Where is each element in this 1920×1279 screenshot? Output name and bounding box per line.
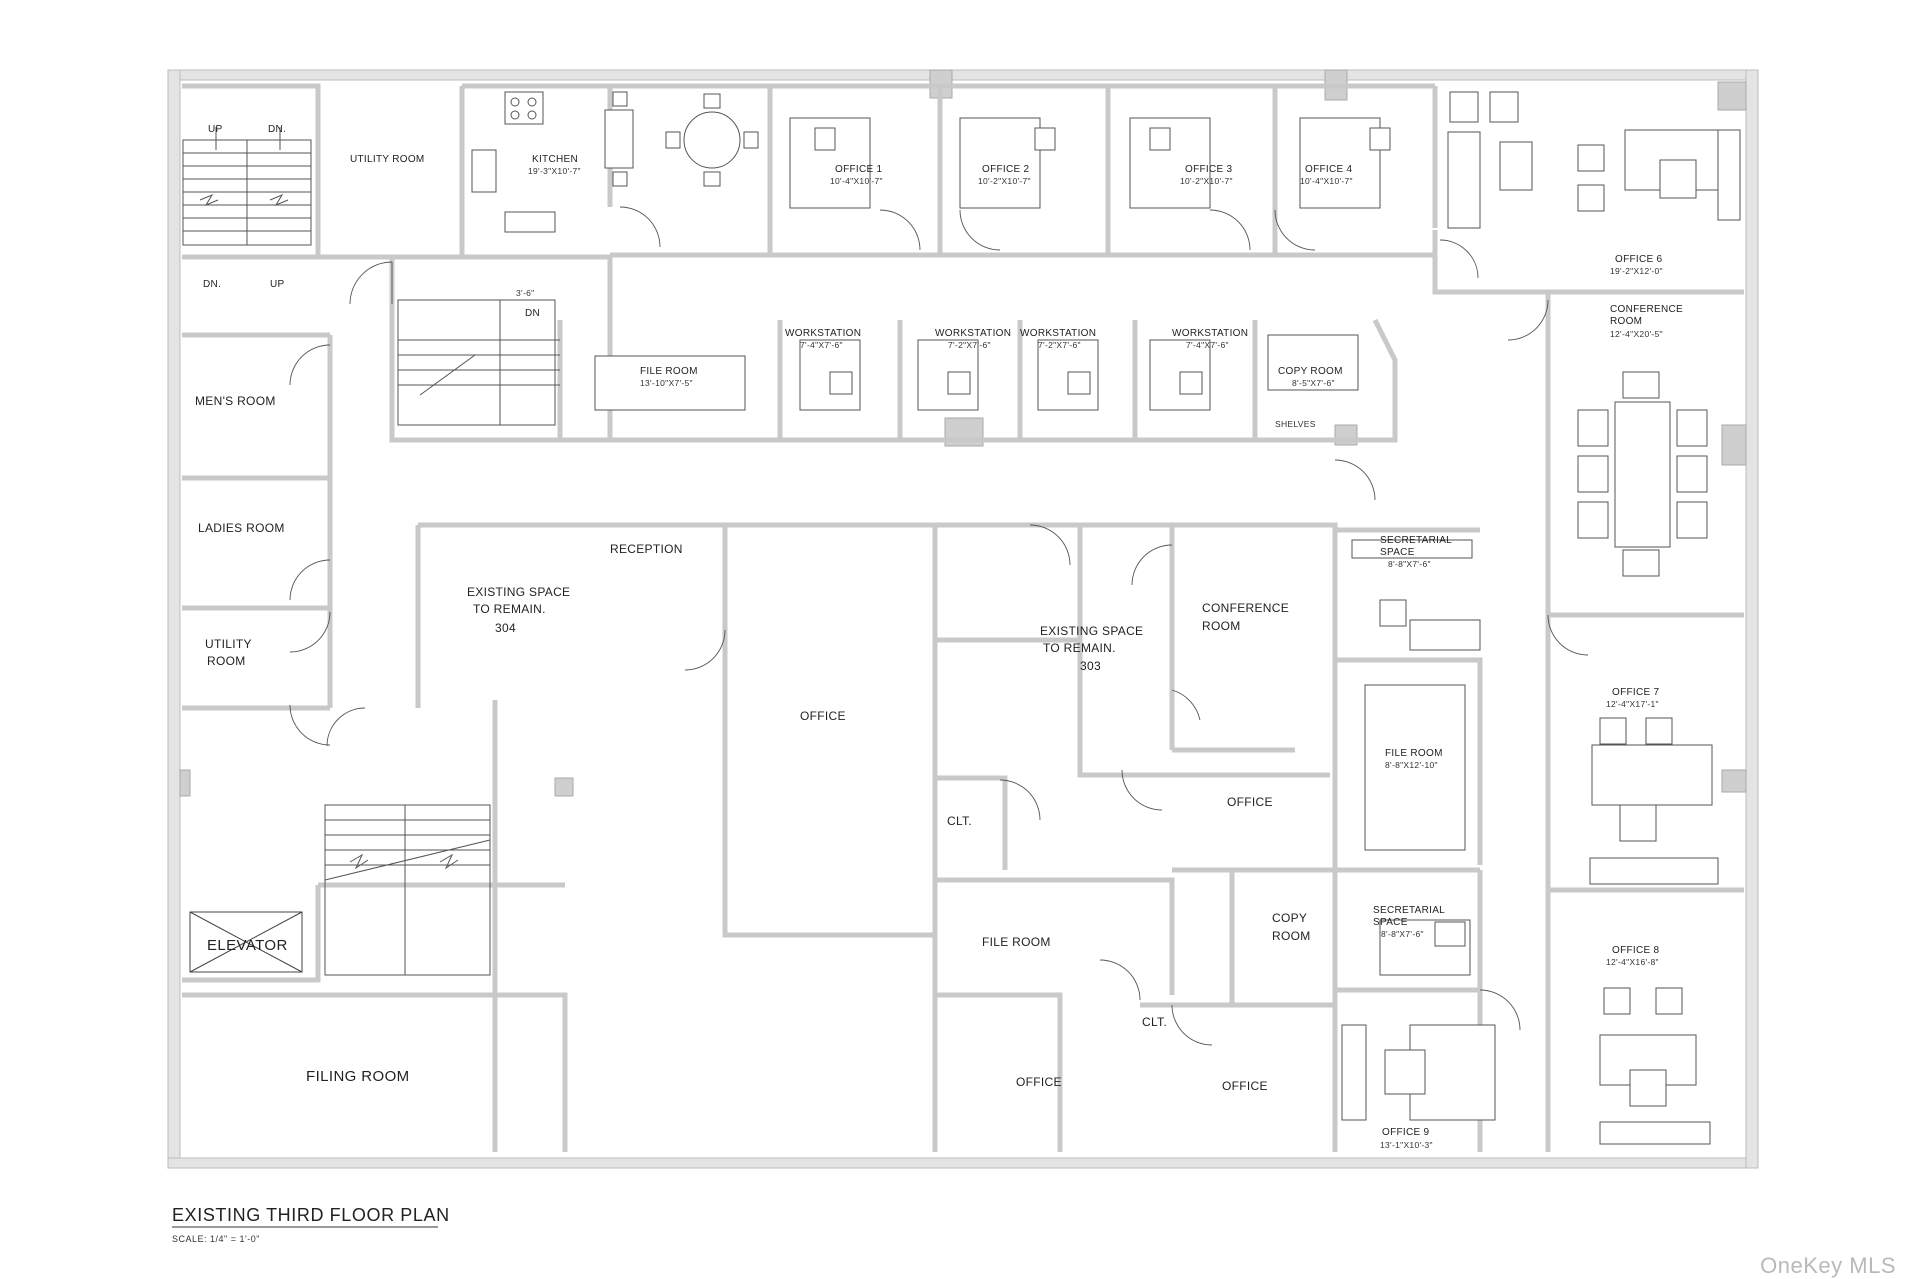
label-stair-dn-left: DN.: [203, 279, 221, 290]
label-conference-ne-2: ROOM: [1610, 316, 1642, 327]
office-desks-north: [789, 91, 1741, 229]
room-labels: UP DN. DN. UP UTILITY ROOM KITCHEN 19'-3…: [195, 124, 1683, 1150]
label-ladies-room: LADIES ROOM: [198, 521, 285, 535]
building-shell: [167, 69, 1759, 1169]
label-clt-2: CLT.: [1142, 1015, 1167, 1029]
label-office-3: OFFICE 3: [1185, 164, 1233, 175]
label-office-sw: OFFICE: [1016, 1075, 1062, 1089]
label-workstation-4-dim: 7'-4"X7'-6": [1186, 340, 1229, 350]
label-workstation-2: WORKSTATION: [935, 328, 1011, 339]
label-clt-1: CLT.: [947, 814, 972, 828]
label-file-room-north-dim: 13'-10"X7'-5": [640, 378, 693, 388]
label-workstation-3: WORKSTATION: [1020, 328, 1096, 339]
watermark: OneKey MLS: [1760, 1253, 1896, 1278]
plan-title: EXISTING THIRD FLOOR PLAN: [172, 1205, 450, 1225]
label-office-se: OFFICE: [1222, 1079, 1268, 1093]
plan-scale: SCALE: 1/4" = 1'-0": [172, 1234, 260, 1244]
label-secretarial-1a: SECRETARIAL: [1380, 535, 1452, 546]
label-office-2: OFFICE 2: [982, 164, 1030, 175]
label-stair-dn: DN: [525, 308, 540, 319]
label-secretarial-1-dim: 8'-8"X7'-6": [1388, 559, 1431, 569]
label-office-3-dim: 10'-2"X10'-7": [1180, 176, 1233, 186]
label-office-4-dim: 10'-4"X10'-7": [1300, 176, 1353, 186]
label-office-1-dim: 10'-4"X10'-7": [830, 176, 883, 186]
label-office-1: OFFICE 1: [835, 164, 883, 175]
conference-table-ne: [1577, 371, 1708, 577]
label-office-6-dim: 19'-2"X12'-0": [1610, 266, 1663, 276]
east-office-furniture: [1341, 539, 1719, 1145]
label-file-room-east-dim: 8'-8"X12'-10": [1385, 760, 1438, 770]
label-existing-303-1: EXISTING SPACE: [1040, 624, 1143, 638]
label-existing-304-2: TO REMAIN.: [473, 602, 546, 616]
label-reception: RECEPTION: [610, 542, 683, 556]
label-workstation-1: WORKSTATION: [785, 328, 861, 339]
label-office-center: OFFICE: [800, 709, 846, 723]
label-office-7: OFFICE 7: [1612, 687, 1660, 698]
label-copy-room-center-2: ROOM: [1272, 929, 1311, 943]
label-stair-dim: 3'-6": [516, 288, 534, 298]
interior-walls: [182, 83, 1744, 1152]
label-existing-303-2: TO REMAIN.: [1043, 641, 1116, 655]
label-mens-room: MEN'S ROOM: [195, 394, 276, 408]
elevator-shaft: [189, 911, 303, 973]
label-office-9-dim: 13'-1"X10'-3": [1380, 1140, 1433, 1150]
label-copy-room-north: COPY ROOM: [1278, 366, 1343, 377]
label-stair-up-right: UP: [270, 279, 285, 290]
label-workstation-3-dim: 7'-2"X7'-6": [1038, 340, 1081, 350]
label-existing-304-3: 304: [495, 621, 516, 635]
label-office-7-dim: 12'-4"X17'-1": [1606, 699, 1659, 709]
label-conference-ne-dim: 12'-4"X20'-5": [1610, 329, 1663, 339]
label-file-room-east: FILE ROOM: [1385, 748, 1443, 759]
label-utility-left-2: ROOM: [207, 654, 246, 668]
label-office-mid: OFFICE: [1227, 795, 1273, 809]
label-secretarial-2b: SPACE: [1373, 917, 1408, 928]
label-workstation-1-dim: 7'-4"X7'-6": [800, 340, 843, 350]
label-filing-room: FILING ROOM: [306, 1068, 410, 1085]
label-copy-room-center-1: COPY: [1272, 911, 1307, 925]
label-conference-center-1: CONFERENCE: [1202, 601, 1289, 615]
label-workstation-4: WORKSTATION: [1172, 328, 1248, 339]
label-utility-room-top: UTILITY ROOM: [350, 154, 425, 165]
label-utility-left-1: UTILITY: [205, 637, 252, 651]
label-office-2-dim: 10'-2"X10'-7": [978, 176, 1031, 186]
doors: [289, 206, 1589, 1046]
label-workstation-2-dim: 7'-2"X7'-6": [948, 340, 991, 350]
label-existing-304-1: EXISTING SPACE: [467, 585, 570, 599]
label-stair-dn-right: DN.: [268, 124, 286, 135]
stairs-nw: [182, 127, 312, 246]
workstation-furniture: [594, 334, 1359, 411]
label-secretarial-2-dim: 8'-8"X7'-6": [1381, 929, 1424, 939]
label-file-room-center: FILE ROOM: [982, 935, 1051, 949]
label-conference-ne: CONFERENCE: [1610, 304, 1683, 315]
label-elevator: ELEVATOR: [207, 937, 288, 954]
label-secretarial-2a: SECRETARIAL: [1373, 905, 1445, 916]
label-copy-room-north-dim: 8'-5"X7'-6": [1292, 378, 1335, 388]
kitchen-furniture: [471, 91, 759, 233]
label-kitchen-dim: 19'-3"X10'-7": [528, 166, 581, 176]
label-stair-up-left: UP: [208, 124, 223, 135]
label-office-4: OFFICE 4: [1305, 164, 1353, 175]
stairs-north-core: [397, 299, 560, 426]
label-shelves: SHELVES: [1275, 419, 1316, 429]
label-conference-center-2: ROOM: [1202, 619, 1241, 633]
label-existing-303-3: 303: [1080, 659, 1101, 673]
label-office-9: OFFICE 9: [1382, 1127, 1430, 1138]
label-office-8: OFFICE 8: [1612, 945, 1660, 956]
label-office-6: OFFICE 6: [1615, 254, 1663, 265]
label-office-8-dim: 12'-4"X16'-8": [1606, 957, 1659, 967]
plan-title-block: EXISTING THIRD FLOOR PLAN SCALE: 1/4" = …: [172, 1205, 450, 1244]
label-file-room-north: FILE ROOM: [640, 366, 698, 377]
label-kitchen: KITCHEN: [532, 154, 578, 165]
stairs-central: [324, 804, 491, 976]
label-secretarial-1b: SPACE: [1380, 547, 1415, 558]
